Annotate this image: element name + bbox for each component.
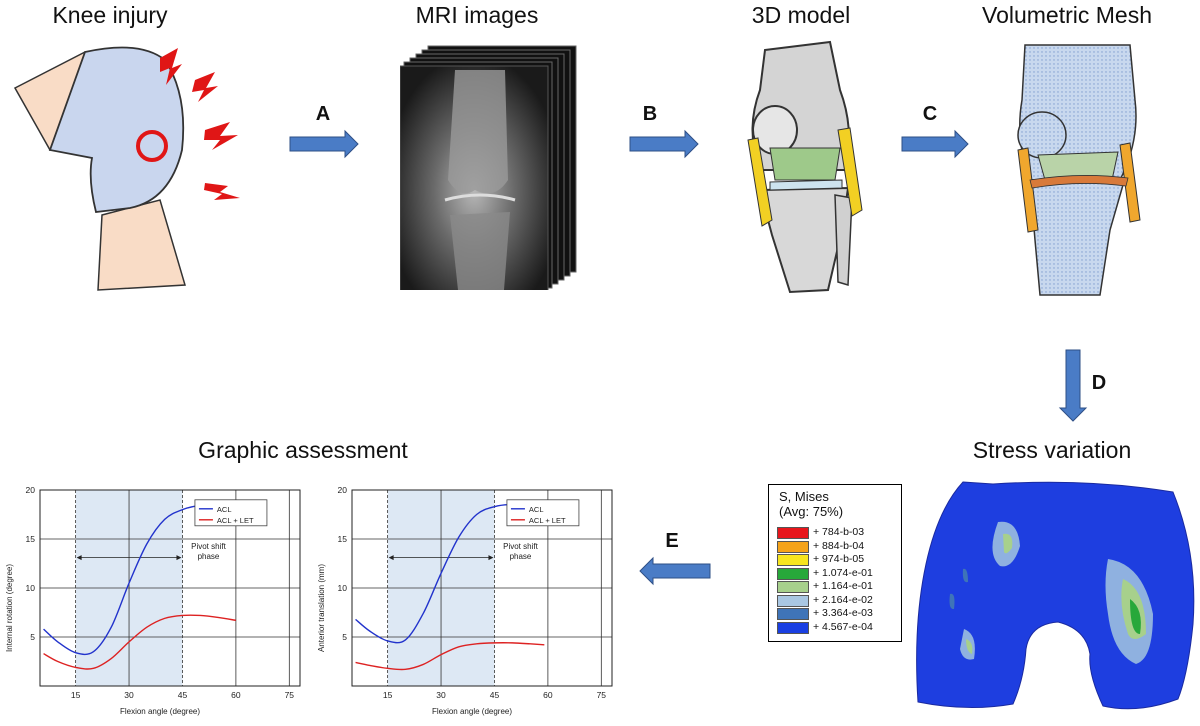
arrow-a [289,129,359,159]
step-a-label: A [315,103,331,125]
legend-value: + 974-b-05 [813,553,865,565]
pivot-shift-arrowhead [76,555,82,561]
arrow-d [1058,349,1088,422]
step-e-label: E [665,530,679,552]
pivot-shift-arrowhead [388,555,394,561]
mri-image-stack [400,45,577,290]
x-tick-label: 15 [71,690,81,700]
pain-bolt-4 [204,183,240,200]
x-tick-label: 15 [383,690,393,700]
pivot-shift-arrowhead [176,555,182,561]
arrow-b [629,129,699,159]
x-tick-label: 60 [231,690,241,700]
legend-row: + 1.164-e-01 [777,580,899,593]
legend-swatch [777,540,809,553]
x-tick-label: 30 [124,690,134,700]
step-c-label: C [922,103,938,125]
step-b-label: B [642,103,658,125]
y-tick-label: 15 [26,534,36,544]
stress-variation-title: Stress variation [972,437,1132,463]
legend-value: + 1.074-e-01 [813,566,873,579]
x-tick-label: 60 [543,690,553,700]
legend-entry: ACL + LET [529,516,566,525]
legend-value: + 1.164-e-01 [813,580,873,592]
legend-row: + 884-b-04 [777,539,899,553]
legend-swatch [777,554,809,566]
pivot-shift-arrowhead [488,555,494,561]
pivot-shift-label: phase [510,552,532,561]
x-tick-label: 30 [436,690,446,700]
x-axis-label: Flexion angle (degree) [120,707,200,716]
legend-value: + 4.567-e-04 [813,620,873,633]
legend-swatch [777,594,809,607]
legend-title: S, Mises (Avg: 75%) [769,485,901,519]
legend-row: + 2.164-e-02 [777,593,899,607]
legend-swatch [777,567,809,580]
mises-legend: S, Mises (Avg: 75%) + 784-b-03+ 884-b-04… [768,484,902,642]
arrow-e [639,556,711,586]
x-tick-label: 45 [490,690,500,700]
plot-frame [39,489,301,687]
legend-value: + 3.364-e-03 [813,607,873,619]
stress-distribution-model [916,481,1195,710]
legend-row: + 974-b-05 [777,553,899,566]
legend-swatch [777,621,809,634]
volumetric-mesh-model [1017,44,1141,296]
legend-entry: ACL [217,505,232,514]
y-tick-label: 5 [342,632,347,642]
3d-knee-model [747,40,863,294]
x-tick-label: 75 [285,690,295,700]
pivot-shift-label: Pivot shift [191,542,226,551]
legend-row: + 3.364-e-03 [777,607,899,620]
arrow-c [901,129,969,159]
y-tick-label: 10 [26,583,36,593]
step-d-label: D [1091,372,1107,394]
legend-swatch [777,527,809,539]
pain-bolt-3 [204,122,238,150]
y-tick-label: 15 [338,534,348,544]
legend-title-line-2: (Avg: 75%) [779,504,844,519]
series-line-acl-let [355,642,545,671]
y-tick-label: 5 [30,632,35,642]
y-tick-label: 20 [26,485,36,495]
legend-entry: ACL + LET [217,516,254,525]
legend-value: + 2.164-e-02 [813,593,873,606]
y-axis-label: Internal rotation (degree) [5,564,14,652]
mri-images-title: MRI images [415,2,539,28]
x-axis-label: Flexion angle (degree) [432,707,512,716]
y-tick-label: 20 [338,485,348,495]
legend-value: + 884-b-04 [813,539,865,552]
plot-frame [351,489,613,687]
legend-value: + 784-b-03 [813,526,865,538]
legend-swatch [777,581,809,593]
volumetric-mesh-title: Volumetric Mesh [981,2,1153,28]
injury-marker [136,130,168,162]
y-axis-label: Anterior translation (mm) [317,564,326,652]
legend-row: + 1.074-e-01 [777,566,899,580]
y-tick-label: 10 [338,583,348,593]
pivot-shift-label: Pivot shift [503,542,538,551]
pain-bolt-1 [160,48,182,85]
legend-title-line-1: S, Mises [779,489,829,504]
graphic-assessment-title: Graphic assessment [198,437,408,463]
series-line-acl-let [43,614,237,670]
pivot-shift-label: phase [198,552,220,561]
knee-injury-title: Knee injury [52,2,168,28]
x-tick-label: 45 [178,690,188,700]
legend-row: + 4.567-e-04 [777,620,899,634]
legend-swatch [777,608,809,620]
legend-row: + 784-b-03 [777,526,899,539]
x-tick-label: 75 [597,690,607,700]
pain-bolt-2 [192,72,218,102]
legend-entry: ACL [529,505,544,514]
3d-model-title: 3D model [751,2,851,28]
knee-injury-illustration [13,46,240,291]
chart-legend-box [194,499,268,527]
chart-legend-box [506,499,580,527]
